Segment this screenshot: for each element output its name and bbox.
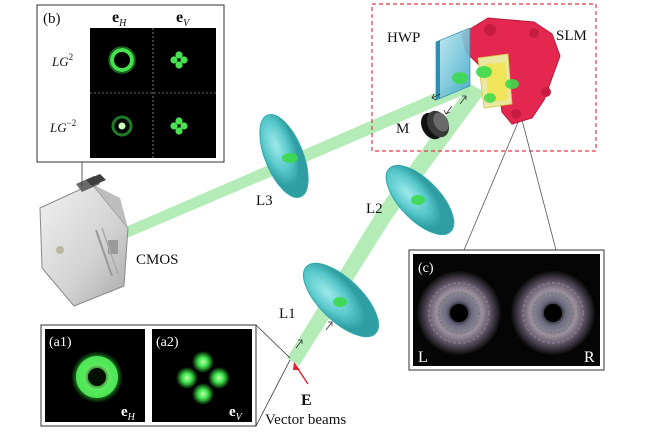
panel-a2-tag: (a2) [156, 335, 179, 350]
panel-b-col-ev: eV [176, 9, 191, 29]
panel-b-col-eh: eH [112, 9, 127, 29]
panel-a-leader-bottom [255, 359, 291, 427]
panel-a2-label: eV [229, 404, 244, 423]
beam-arrows-mirror [431, 93, 467, 115]
lens-l1 [303, 262, 379, 338]
panel-a: (a1) (a2) eH eV [40, 324, 291, 427]
panel-b-lgm2-ev-lobes [170, 117, 188, 135]
panel-b-row-lgm2: LG−2 [49, 118, 76, 135]
label-mirror: M [396, 121, 409, 137]
beam-glow-hwp [452, 72, 468, 84]
panel-b: (b) eH eV LG2 LG−2 [36, 4, 225, 163]
panel-c-tag: (c) [418, 261, 434, 276]
label-hwp: HWP [387, 30, 420, 46]
input-arrow [293, 362, 309, 385]
label-lens-l1: L1 [279, 306, 296, 322]
panel-a1-ring [76, 356, 118, 398]
label-cmos: CMOS [136, 252, 179, 268]
beam-arrows-input [295, 321, 333, 349]
mirror [420, 110, 450, 140]
lens-l3 [259, 114, 309, 198]
label-slm: SLM [556, 28, 587, 44]
modulation-module-frame [371, 3, 597, 152]
label-lens-l2: L2 [366, 201, 383, 217]
label-vector-beams: Vector beams [265, 412, 346, 428]
panel-c-left-label: L [418, 349, 428, 366]
panel-a1-tag: (a1) [49, 335, 72, 350]
panel-b-lgm2-eh-spot [111, 115, 133, 137]
panel-a2-image [152, 329, 252, 422]
panel-a1-label: eH [121, 404, 136, 423]
label-lens-l3: L3 [256, 193, 273, 209]
cmos-camera [39, 174, 129, 307]
panel-b-row-lg2: LG2 [51, 52, 73, 69]
panel-a-leader-top [255, 324, 291, 359]
projection-line-left [463, 119, 520, 251]
panel-b-tag: (b) [43, 11, 61, 27]
beam-glow-slm-2 [505, 79, 519, 89]
panel-c-right-label: R [584, 349, 595, 366]
beam-glow-slm-3 [484, 93, 496, 103]
panel-b-lg2-eh-ring [110, 48, 134, 72]
panel-b-lg2-ev-lobes [170, 51, 188, 69]
panel-c: (c) L R [408, 249, 605, 371]
label-field-e: E [301, 392, 312, 409]
beam-glow-slm-1 [476, 66, 492, 78]
projection-line-right [521, 119, 557, 251]
lens-l2 [385, 164, 455, 236]
panel-a2-lobes [176, 351, 230, 405]
